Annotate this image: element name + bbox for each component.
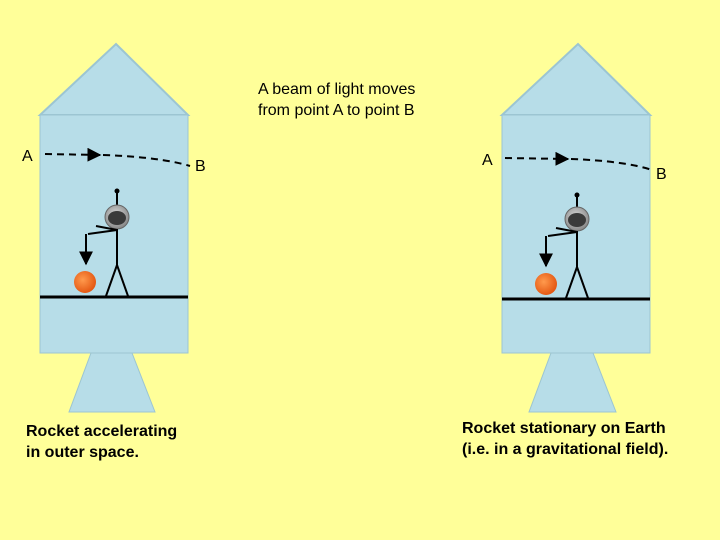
right-light-beam-curve [570,158,653,171]
right-caption-line-1: Rocket stationary on Earth [462,420,666,437]
left-caption-line-1: Rocket accelerating [26,423,178,440]
right-point-b-label: B [656,166,667,183]
left-point-a-label: A [22,148,33,165]
left-ball [74,271,96,293]
right-rocket [499,42,653,413]
title-line-1: A beam of light moves [258,81,416,98]
right-light-beam [504,151,570,166]
left-rocket-nose [37,42,191,116]
right-rocket-nozzle [528,352,617,413]
left-point-b-label: B [195,158,206,175]
right-caption-line-2: (i.e. in a gravitational field). [462,441,669,458]
left-light-beam-curve [102,154,191,167]
right-ball [535,273,557,295]
left-light-beam [44,147,102,162]
left-caption-line-2: in outer space. [26,444,139,461]
right-astronaut [539,192,590,299]
left-rocket [37,42,191,413]
left-astronaut [79,188,130,297]
right-point-a-label: A [482,152,493,169]
title-line-2: from point A to point B [258,102,415,119]
left-rocket-body [39,114,189,354]
right-rocket-nose [499,42,653,116]
left-rocket-nozzle [68,352,156,413]
